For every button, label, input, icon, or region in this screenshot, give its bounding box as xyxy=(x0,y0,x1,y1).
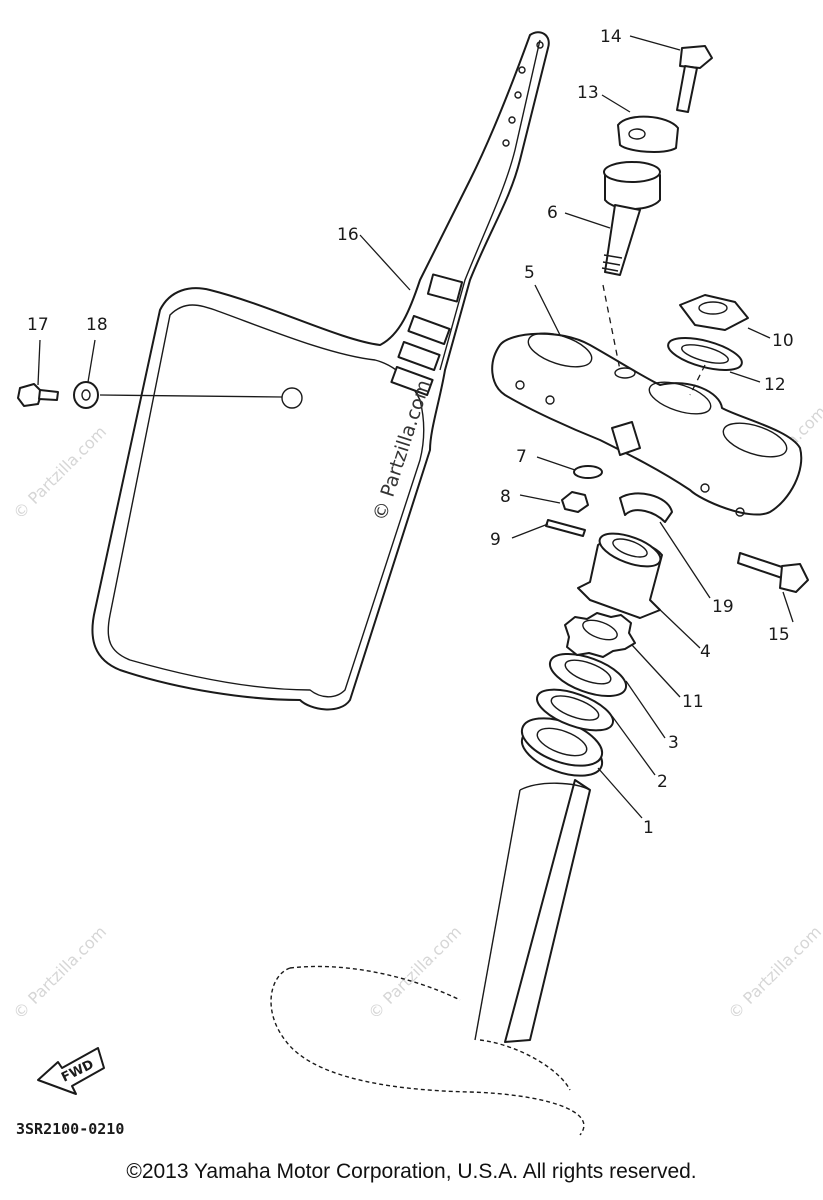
parts-diagram: © Partzilla.com © Partzilla.com © Partzi… xyxy=(9,27,823,1138)
callout-7: 7 xyxy=(516,447,527,467)
part-4-sleeve xyxy=(577,532,663,619)
callout-8: 8 xyxy=(500,487,511,507)
part-14-bolt xyxy=(676,45,713,113)
callout-2: 2 xyxy=(657,772,668,792)
frame-outline xyxy=(270,965,585,1136)
callout-13: 13 xyxy=(577,83,599,103)
alignment-line xyxy=(689,364,706,396)
part-16-number-plate xyxy=(91,31,550,711)
callout-15: 15 xyxy=(768,625,790,645)
part-12-washer xyxy=(667,337,743,371)
watermark-text: © Partzilla.com xyxy=(724,922,823,1023)
steering-stem xyxy=(474,779,591,1043)
part-11-ring-nut xyxy=(564,612,636,658)
callout-1: 1 xyxy=(643,818,654,838)
part-2-seal xyxy=(536,688,614,732)
part-19-clamp xyxy=(619,492,673,523)
watermark-text: © Partzilla.com xyxy=(9,422,110,523)
part-15-bolt xyxy=(737,552,809,593)
watermark-text: © Partzilla.com xyxy=(364,922,465,1023)
callout-9: 9 xyxy=(490,530,501,550)
part-3-race xyxy=(548,652,628,698)
part-17-bolt xyxy=(17,383,59,407)
callout-5: 5 xyxy=(524,263,535,283)
callout-6: 6 xyxy=(547,203,558,223)
callout-10: 10 xyxy=(772,331,794,351)
part-13-upper-holder xyxy=(617,115,679,153)
callout-16: 16 xyxy=(337,225,359,245)
part-7-washer xyxy=(573,465,603,479)
leader-lines xyxy=(37,35,794,819)
fwd-arrow-icon: FWD xyxy=(37,1047,105,1095)
watermark-text: © Partzilla.com xyxy=(9,922,110,1023)
callout-19: 19 xyxy=(712,597,734,617)
part-9-cotter-pin xyxy=(545,519,586,537)
callout-17: 17 xyxy=(27,315,49,335)
mount-line xyxy=(99,394,283,398)
part-6-holder xyxy=(601,161,661,276)
plate-mount-hole xyxy=(281,387,303,409)
callout-11: 11 xyxy=(682,692,704,712)
part-5-upper-bracket xyxy=(491,332,803,517)
callout-12: 12 xyxy=(764,375,786,395)
callout-14: 14 xyxy=(600,27,622,47)
copyright-notice: ©2013 Yamaha Motor Corporation, U.S.A. A… xyxy=(126,1160,697,1183)
part-10-nut xyxy=(679,294,749,331)
callout-4: 4 xyxy=(700,642,711,662)
diagram-code: 3SR2100-0210 xyxy=(16,1120,124,1138)
alignment-line xyxy=(602,284,621,371)
part-18-grommet xyxy=(73,381,99,409)
callout-3: 3 xyxy=(668,733,679,753)
callout-18: 18 xyxy=(86,315,108,335)
part-8-nut xyxy=(561,491,589,513)
